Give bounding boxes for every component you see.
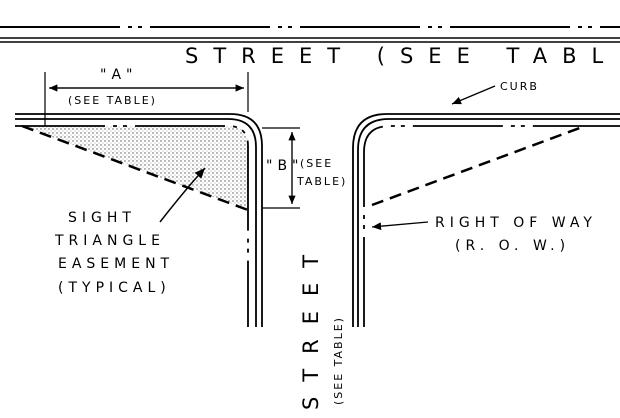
street-top-label: STREET (SEE TABLE) bbox=[185, 44, 620, 68]
dimension-a bbox=[44, 72, 249, 126]
row-label-1: RIGHT OF WAY bbox=[435, 215, 597, 231]
left-corner-curb bbox=[15, 113, 263, 327]
sight-leader bbox=[159, 167, 206, 223]
dim-a-label: "A" bbox=[100, 67, 137, 83]
right-corner-curb bbox=[352, 113, 620, 327]
dim-b-label: "B" bbox=[266, 158, 303, 174]
sight-label-2: TRIANGLE bbox=[54, 233, 165, 249]
row-label-2: (R. O. W.) bbox=[455, 238, 570, 254]
dimension-b bbox=[262, 127, 300, 209]
sight-label-3: EASEMENT bbox=[58, 256, 174, 272]
dim-b-note-1: (SEE bbox=[300, 157, 333, 170]
dim-b-note-2: TABLE) bbox=[296, 175, 347, 188]
curb-leader bbox=[451, 85, 496, 105]
sight-line-left bbox=[21, 124, 249, 212]
street-side-note: (SEE TABLE) bbox=[332, 316, 345, 405]
street-side-label: STREET bbox=[299, 240, 323, 410]
sight-line-right bbox=[371, 124, 586, 207]
row-leader bbox=[371, 221, 429, 231]
sight-label-4: (TYPICAL) bbox=[58, 280, 171, 296]
sight-label-1: SIGHT bbox=[68, 210, 136, 226]
dim-a-note: (SEE TABLE) bbox=[68, 94, 157, 107]
curb-label: CURB bbox=[500, 80, 539, 93]
top-street-lines bbox=[0, 26, 620, 43]
